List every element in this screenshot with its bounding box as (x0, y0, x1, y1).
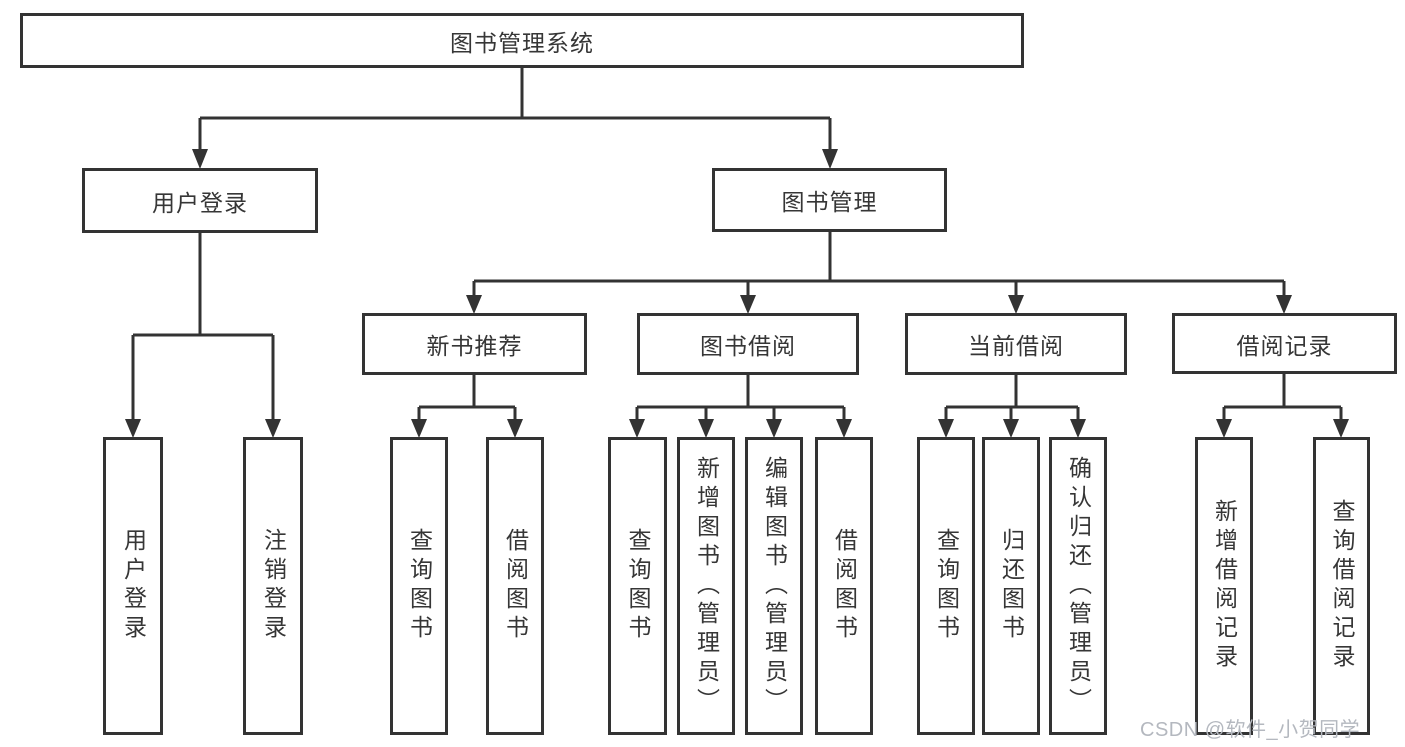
arrowhead (698, 419, 714, 438)
arrowhead (740, 295, 756, 314)
arrowhead (1070, 419, 1086, 438)
node-root: 图书管理系统 (20, 13, 1024, 68)
arrowhead (766, 419, 782, 438)
arrowhead (629, 419, 645, 438)
arrowhead (411, 419, 427, 438)
node-new-book-recommend: 新书推荐 (362, 313, 587, 375)
arrowhead (1216, 419, 1232, 438)
arrowhead (1276, 295, 1292, 314)
arrowhead (466, 295, 482, 314)
arrowhead (507, 419, 523, 438)
node-book-borrowing: 图书借阅 (637, 313, 859, 375)
arrowhead (822, 149, 838, 169)
node-leaf-bb-add-books-admin: 新增图书（管理员） (677, 437, 735, 735)
arrowhead (836, 419, 852, 438)
arrowhead (1003, 419, 1019, 438)
arrowhead (938, 419, 954, 438)
node-leaf-br-add-record: 新增借阅记录 (1195, 437, 1253, 735)
node-leaf-bb-edit-books-admin: 编辑图书（管理员） (745, 437, 803, 735)
node-leaf-br-query-record: 查询借阅记录 (1313, 437, 1370, 735)
node-leaf-rec-query-books: 查询图书 (390, 437, 448, 735)
connector-bookborrow-to-leaves (635, 375, 846, 421)
arrowhead (125, 419, 141, 438)
arrowhead (1008, 295, 1024, 314)
node-leaf-cb-return-books: 归还图书 (982, 437, 1040, 735)
node-leaf-cb-query-books: 查询图书 (917, 437, 975, 735)
node-leaf-rec-borrow-books: 借阅图书 (486, 437, 544, 735)
arrowhead (192, 149, 208, 169)
node-leaf-cb-confirm-return-admin: 确认归还（管理员） (1049, 437, 1107, 735)
connector-bookmgmt-to-level3 (472, 232, 1286, 297)
node-leaf-bb-borrow-books: 借阅图书 (815, 437, 873, 735)
node-book-management: 图书管理 (712, 168, 947, 232)
connector-currentborrow-to-leaves (944, 374, 1080, 421)
connector-borrowrecords-to-leaves (1222, 374, 1343, 421)
connector-userlogin-to-leaves (131, 233, 275, 421)
connector-newbookrec-to-leaves (417, 375, 517, 421)
node-current-borrowing: 当前借阅 (905, 313, 1127, 375)
arrowhead (265, 419, 281, 438)
node-leaf-bb-query-books: 查询图书 (608, 437, 667, 735)
connector-root-to-level2 (198, 68, 832, 152)
arrowhead (1333, 419, 1349, 438)
node-leaf-logout: 注销登录 (243, 437, 303, 735)
node-leaf-user-login: 用户登录 (103, 437, 163, 735)
csdn-watermark: CSDN @软件_小贺同学 (1140, 719, 1361, 741)
node-borrowing-records: 借阅记录 (1172, 313, 1397, 374)
node-user-login-branch: 用户登录 (82, 168, 318, 233)
